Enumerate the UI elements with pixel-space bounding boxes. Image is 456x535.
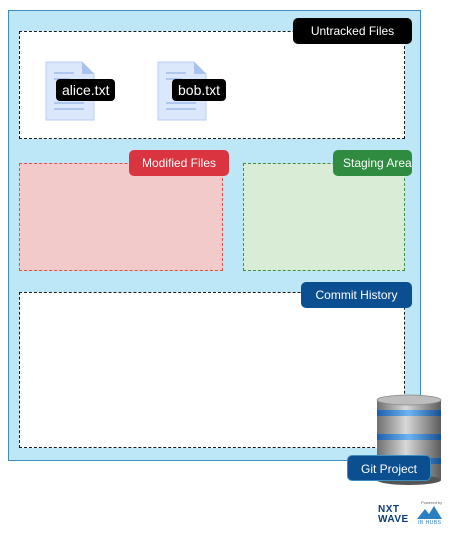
file-name-alice: alice.txt (56, 79, 116, 101)
commit-history-label: Commit History (301, 282, 412, 308)
git-project-label: Git Project (347, 455, 431, 481)
staging-area-label: Staging Area (333, 150, 412, 176)
powered-by-text: Powered by (421, 500, 443, 505)
ibhubs-logo-text: IB HUBS (418, 520, 442, 526)
untracked-files-label: Untracked Files (293, 18, 412, 44)
file-name-bob: bob.txt (172, 79, 227, 101)
logo-text-line1: NXT (378, 504, 400, 515)
nxtwave-logo: NXT WAVE (378, 505, 412, 525)
staging-area (243, 163, 405, 271)
logo-text-line2: WAVE (378, 514, 409, 525)
modified-files-area (19, 163, 223, 271)
ibhubs-logo-icon (417, 506, 442, 519)
modified-files-label: Modified Files (129, 150, 229, 176)
commit-history-area (19, 292, 405, 448)
